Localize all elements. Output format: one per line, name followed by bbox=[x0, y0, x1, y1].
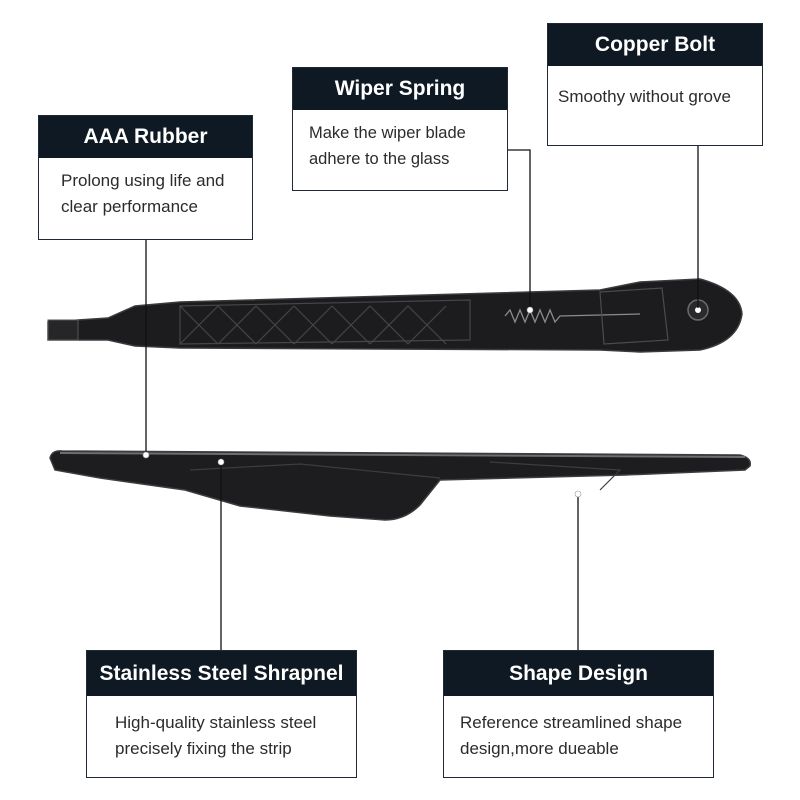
callout-text: Reference streamlined shape design,more … bbox=[460, 713, 683, 758]
spring-icon bbox=[504, 308, 641, 324]
callout-stainless-steel-shrapnel: Stainless Steel Shrapnel High-quality st… bbox=[86, 650, 357, 778]
callout-text: Smoothy without grove bbox=[558, 87, 731, 106]
callout-text: Make the wiper blade adhere to the glass bbox=[309, 124, 466, 168]
callout-title: Copper Bolt bbox=[548, 24, 762, 66]
leader-lines bbox=[145, 146, 699, 650]
callout-text: Prolong using life and clear performance bbox=[61, 171, 225, 216]
callout-title: Wiper Spring bbox=[293, 68, 507, 110]
leader-dots bbox=[142, 306, 582, 498]
wiper-blade bbox=[49, 450, 752, 521]
callout-copper-bolt: Copper Bolt Smoothy without grove bbox=[547, 23, 763, 146]
callout-wiper-spring: Wiper Spring Make the wiper blade adhere… bbox=[292, 67, 508, 191]
callout-aaa-rubber: AAA Rubber Prolong using life and clear … bbox=[38, 115, 253, 240]
callout-title: AAA Rubber bbox=[39, 116, 252, 158]
callout-title: Stainless Steel Shrapnel bbox=[87, 651, 356, 696]
wiper-arm bbox=[47, 278, 743, 353]
callout-title: Shape Design bbox=[444, 651, 713, 696]
callout-shape-design: Shape Design Reference streamlined shape… bbox=[443, 650, 714, 778]
callout-text: High-quality stainless steel precisely f… bbox=[115, 713, 317, 758]
